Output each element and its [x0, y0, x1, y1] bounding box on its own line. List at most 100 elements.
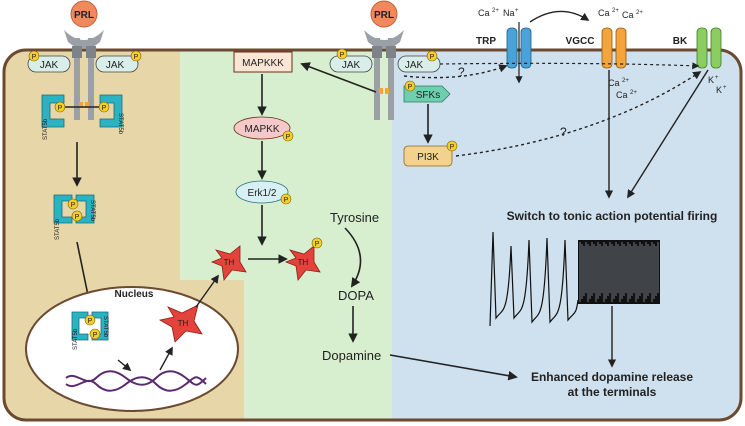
svg-text:P: P — [75, 214, 80, 221]
svg-text:Ca: Ca — [598, 8, 610, 18]
stat5b-at-receptor: P P STAT5b STAT5b — [41, 94, 123, 140]
svg-text:STAT5b: STAT5b — [43, 118, 49, 140]
arrow-receptor-mapkkk — [300, 62, 377, 93]
sfks-node: SFKs P — [403, 80, 451, 103]
svg-text:+: + — [723, 85, 727, 91]
svg-text:+: + — [715, 75, 719, 81]
svg-text:STAT5b: STAT5b — [55, 218, 61, 240]
question-bk: ? — [560, 125, 567, 139]
svg-text:STAT5b: STAT5b — [73, 328, 79, 350]
svg-text:P: P — [134, 54, 139, 61]
bk-ions: K + K + — [708, 75, 727, 95]
svg-text:PI3K: PI3K — [417, 152, 439, 163]
pi3k-node: PI3K P — [403, 140, 458, 167]
vgcc-ions: Ca 2+ Ca 2+ Ca 2+ Ca 2+ — [598, 8, 643, 100]
svg-text:MAPKK: MAPKK — [244, 124, 279, 135]
stat5b-dimer: P P STAT5b STAT5b — [53, 194, 95, 240]
svg-text:STAT5b: STAT5b — [89, 200, 95, 222]
svg-text:P: P — [71, 202, 76, 209]
prl-ligand-middle — [370, 0, 398, 28]
tonic-firing-block — [578, 240, 660, 304]
svg-text:P: P — [88, 318, 93, 325]
release-text-line1: Enhanced dopamine release — [531, 370, 693, 384]
svg-text:Erk1/2: Erk1/2 — [248, 188, 277, 199]
question-trp: ? — [458, 65, 465, 79]
svg-text:2+: 2+ — [636, 10, 643, 16]
svg-text:P: P — [340, 52, 345, 59]
svg-text:P: P — [284, 197, 289, 204]
th-cytoplasm: TH — [210, 245, 247, 281]
svg-text:P: P — [102, 105, 107, 112]
prl-ligand-left — [70, 0, 98, 28]
dotted-jak-bk — [439, 62, 700, 70]
svg-text:2+: 2+ — [622, 78, 629, 84]
jak-middle-b: JAK P — [397, 50, 441, 73]
arrow-trp-vgcc — [529, 10, 590, 23]
release-text-line2: at the terminals — [568, 385, 657, 399]
dna-strand — [65, 370, 207, 392]
erk-node: Erk1/2 P — [235, 180, 292, 205]
dopamine-label: Dopamine — [322, 348, 381, 363]
svg-text:SFKs: SFKs — [416, 90, 440, 101]
svg-text:+: + — [515, 8, 519, 14]
svg-text:STAT5b: STAT5b — [117, 113, 123, 135]
svg-text:P: P — [32, 54, 37, 61]
svg-text:K: K — [716, 85, 722, 95]
svg-text:STAT5b: STAT5b — [102, 316, 108, 338]
svg-text:TH: TH — [224, 258, 235, 267]
svg-text:P: P — [430, 54, 435, 61]
svg-text:TH: TH — [298, 258, 309, 267]
vgcc-channel: VGCC — [566, 27, 627, 69]
svg-text:MAPKKK: MAPKKK — [242, 58, 284, 69]
svg-text:P: P — [286, 134, 291, 141]
th-nucleus: TH — [158, 304, 203, 343]
trp-channel: TRP — [476, 27, 532, 69]
dopa-label: DOPA — [338, 288, 374, 303]
trp-ions: Ca 2+ Na + — [478, 8, 519, 18]
tyrosine-label: Tyrosine — [330, 210, 379, 225]
th-phosphorylated: TH P — [284, 237, 323, 281]
svg-text:2+: 2+ — [492, 8, 499, 14]
svg-text:Ca: Ca — [616, 90, 628, 100]
mapkk-node: MAPKK P — [233, 116, 294, 142]
action-potential-trace — [489, 231, 579, 327]
svg-text:VGCC: VGCC — [566, 36, 595, 47]
svg-text:Ca: Ca — [622, 10, 634, 20]
svg-text:JAK: JAK — [342, 60, 361, 71]
svg-text:JAK: JAK — [40, 60, 59, 71]
arrow-dopamine-release — [389, 354, 518, 381]
bk-channel: BK — [673, 27, 722, 69]
svg-text:P: P — [93, 332, 98, 339]
svg-text:TH: TH — [178, 319, 189, 328]
svg-text:P: P — [408, 84, 413, 91]
svg-text:2+: 2+ — [630, 90, 637, 96]
left-prl-receptor: PRL — [64, 0, 104, 120]
jak-left-b: JAK P — [95, 50, 142, 73]
switch-firing-text: Switch to tonic action potential firing — [507, 209, 718, 223]
svg-text:JAK: JAK — [106, 60, 125, 71]
svg-text:P: P — [315, 241, 320, 248]
arrow-bk-switch — [627, 69, 709, 199]
svg-text:Ca: Ca — [608, 78, 620, 88]
svg-text:Ca: Ca — [478, 8, 490, 18]
arrow-th-up — [195, 274, 219, 308]
svg-text:BK: BK — [673, 36, 688, 47]
nucleus-label: Nucleus — [115, 289, 154, 300]
svg-text:Na: Na — [503, 8, 515, 18]
jak-left-a: JAK P — [27, 50, 71, 73]
middle-prl-receptor: PRL — [364, 0, 404, 120]
jak-middle-a: JAK P — [329, 48, 373, 73]
nucleus: Nucleus P P STAT5b STAT5b — [25, 286, 239, 412]
dotted-jak-trp — [403, 64, 508, 79]
prl-label-left: PRL — [74, 10, 94, 21]
mapkkk-node: MAPKKK — [233, 51, 293, 73]
svg-text:JAK: JAK — [405, 60, 424, 71]
svg-text:2+: 2+ — [612, 8, 619, 14]
cell-zone-green — [180, 50, 392, 420]
svg-text:P: P — [58, 105, 63, 112]
arrow-tyrosine-dopa — [344, 227, 362, 288]
svg-text:P: P — [450, 144, 455, 151]
svg-text:PRL: PRL — [374, 10, 394, 21]
